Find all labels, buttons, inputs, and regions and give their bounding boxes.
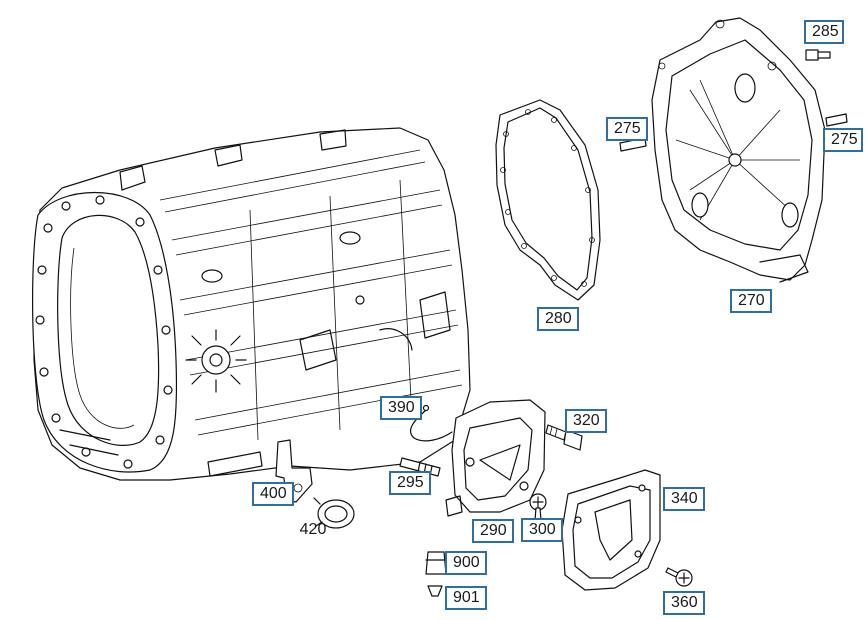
- callout-320[interactable]: 320: [565, 409, 607, 433]
- callout-275-left[interactable]: 275: [606, 117, 648, 141]
- bolt-300[interactable]: [529, 493, 547, 521]
- callout-900[interactable]: 900: [445, 551, 487, 575]
- callout-360[interactable]: 360: [663, 591, 705, 615]
- callout-420[interactable]: 420: [299, 521, 327, 538]
- callout-901[interactable]: 901: [445, 586, 487, 610]
- oil-pan-cover-340[interactable]: [561, 469, 661, 591]
- callout-270[interactable]: 270: [730, 289, 772, 313]
- clamp-420[interactable]: [313, 497, 355, 529]
- callout-295[interactable]: 295: [389, 471, 431, 495]
- callout-340[interactable]: 340: [663, 487, 705, 511]
- callout-290[interactable]: 290: [472, 519, 514, 543]
- callout-285[interactable]: 285: [804, 20, 844, 44]
- seal-901[interactable]: [427, 585, 443, 597]
- callout-390[interactable]: 390: [380, 396, 422, 420]
- dowel-pin-275-right[interactable]: [825, 113, 848, 127]
- plug-900[interactable]: [425, 551, 447, 575]
- callout-400[interactable]: 400: [252, 482, 294, 506]
- transmission-housing[interactable]: [32, 127, 471, 481]
- gasket-280[interactable]: [495, 99, 601, 301]
- bolt-360[interactable]: [665, 567, 693, 587]
- adapter-housing-270[interactable]: [651, 17, 826, 283]
- bolt-285[interactable]: [805, 49, 831, 61]
- callout-275-right[interactable]: 275: [823, 128, 863, 152]
- bolt-320[interactable]: [545, 424, 583, 451]
- electrohydraulic-control-unit-290[interactable]: [445, 399, 546, 517]
- callout-280[interactable]: 280: [537, 307, 579, 331]
- callout-300[interactable]: 300: [521, 518, 563, 542]
